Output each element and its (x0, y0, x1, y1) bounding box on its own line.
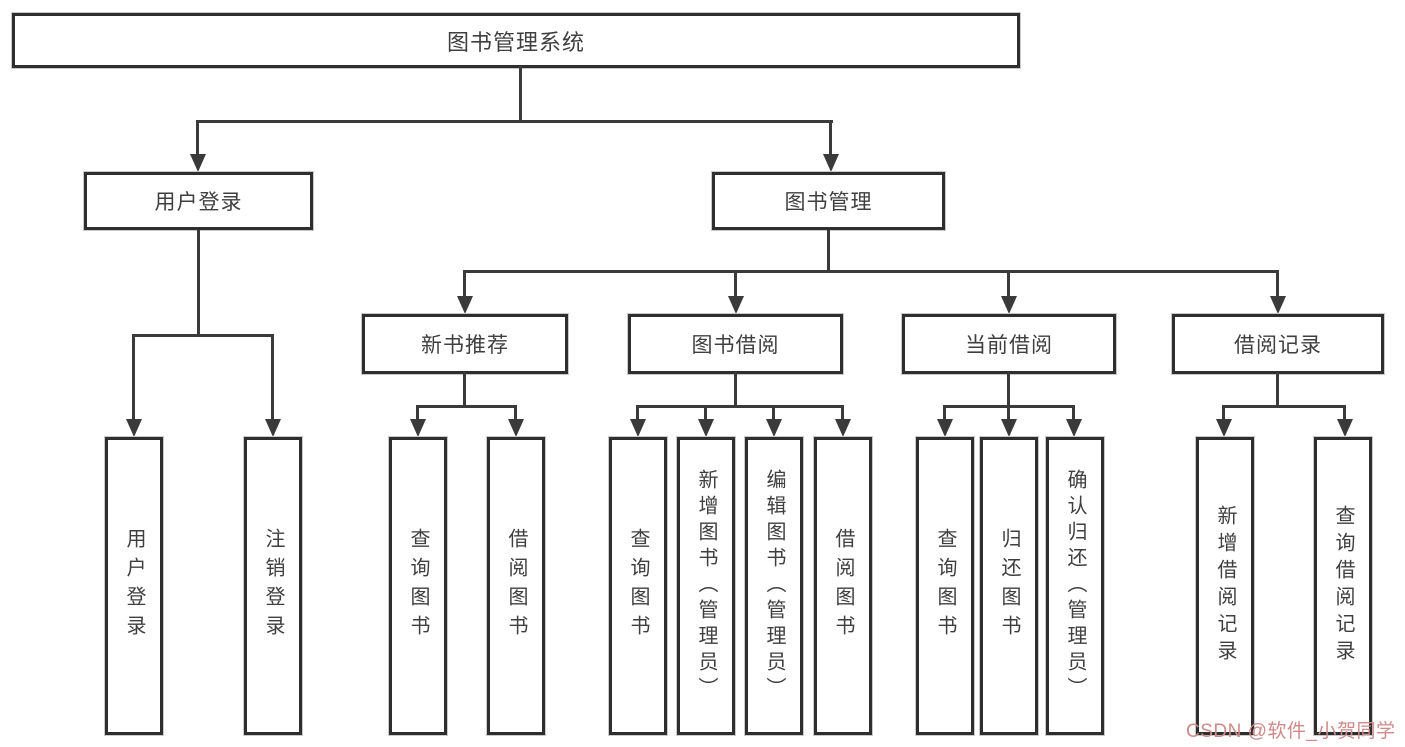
leaf-label: 新增借阅记录 (1214, 505, 1236, 667)
arrowhead-down (1216, 419, 1232, 437)
leaf-newbook-borrow: 借阅图书 (487, 437, 545, 735)
leaf-label: 用户登录 (123, 528, 145, 644)
connector-line (463, 270, 1278, 273)
arrowhead-down (728, 296, 744, 314)
leaf-borrow-edit-admin: 编辑图书（管理员） (745, 437, 803, 735)
leaf-current-query: 查询图书 (916, 437, 974, 735)
connector-line (519, 66, 522, 122)
connector-line (196, 120, 199, 158)
leaf-logout: 注销登录 (244, 437, 302, 735)
leaf-label: 编辑图书（管理员） (763, 469, 785, 703)
leaf-newbook-query: 查询图书 (389, 437, 447, 735)
leaf-label: 查询借阅记录 (1332, 505, 1354, 667)
leaf-current-confirm-admin: 确认归还（管理员） (1046, 437, 1104, 735)
arrowhead-down (410, 419, 426, 437)
arrowhead-down (1337, 419, 1353, 437)
arrowhead-down (1270, 296, 1286, 314)
arrowhead-down (190, 154, 206, 172)
leaf-label: 查询图书 (627, 528, 649, 644)
connector-line (772, 405, 775, 421)
connector-line (1007, 372, 1010, 408)
arrowhead-down (508, 419, 524, 437)
arrowhead-down (457, 296, 473, 314)
leaf-current-return: 归还图书 (980, 437, 1038, 735)
connector-line (132, 334, 135, 421)
arrowhead-down (937, 419, 953, 437)
arrowhead-down (1066, 419, 1082, 437)
arrowhead-down (1001, 419, 1017, 437)
arrowhead-down (766, 419, 782, 437)
connector-line (416, 405, 517, 408)
connector-line (416, 405, 419, 421)
connector-line (1276, 270, 1279, 298)
arrowhead-down (265, 419, 281, 437)
node-borrow-record: 借阅记录 (1172, 314, 1384, 374)
connector-line (734, 372, 737, 408)
connector-line (1276, 372, 1279, 408)
connector-line (197, 120, 833, 123)
arrowhead-down (698, 419, 714, 437)
connector-line (734, 270, 737, 298)
connector-line (636, 405, 844, 408)
leaf-label: 新增图书（管理员） (695, 469, 717, 703)
connector-line (271, 334, 274, 421)
connector-line (514, 405, 517, 421)
leaf-user-login: 用户登录 (105, 437, 163, 735)
connector-line (827, 230, 830, 273)
node-root: 图书管理系统 (12, 13, 1020, 68)
connector-line (1007, 270, 1010, 298)
node-new-book-recommend: 新书推荐 (362, 314, 568, 374)
connector-line (841, 405, 844, 421)
leaf-label: 确认归还（管理员） (1064, 469, 1086, 703)
connector-line (1222, 405, 1346, 408)
connector-line (463, 372, 466, 408)
leaf-label: 查询图书 (934, 528, 956, 644)
connector-line (636, 405, 639, 421)
connector-line (132, 334, 274, 337)
connector-line (463, 270, 466, 298)
connector-line (943, 405, 946, 421)
node-current-borrow: 当前借阅 (902, 314, 1116, 374)
leaf-record-query: 查询借阅记录 (1314, 437, 1372, 735)
leaf-label: 归还图书 (998, 528, 1020, 644)
connector-line (1343, 405, 1346, 421)
leaf-borrow-borrow: 借阅图书 (814, 437, 872, 735)
arrowhead-down (126, 419, 142, 437)
node-user-login: 用户登录 (84, 172, 313, 230)
leaf-label: 查询图书 (407, 528, 429, 644)
connector-line (704, 405, 707, 421)
connector-line (829, 120, 832, 158)
leaf-borrow-query: 查询图书 (609, 437, 667, 735)
node-book-borrow: 图书借阅 (628, 314, 843, 374)
leaf-record-add: 新增借阅记录 (1196, 437, 1254, 735)
connector-line (1072, 405, 1075, 421)
arrowhead-down (630, 419, 646, 437)
leaf-borrow-add-admin: 新增图书（管理员） (677, 437, 735, 735)
csdn-watermark: CSDN @软件_小贺同学 (1186, 721, 1396, 742)
node-book-management: 图书管理 (712, 172, 945, 230)
connector-line (1222, 405, 1225, 421)
connector-line (197, 230, 200, 337)
leaf-label: 借阅图书 (832, 528, 854, 644)
arrowhead-down (835, 419, 851, 437)
arrowhead-down (1001, 296, 1017, 314)
leaf-label: 注销登录 (262, 528, 284, 644)
arrowhead-down (823, 154, 839, 172)
leaf-label: 借阅图书 (505, 528, 527, 644)
connector-line (1007, 405, 1010, 421)
